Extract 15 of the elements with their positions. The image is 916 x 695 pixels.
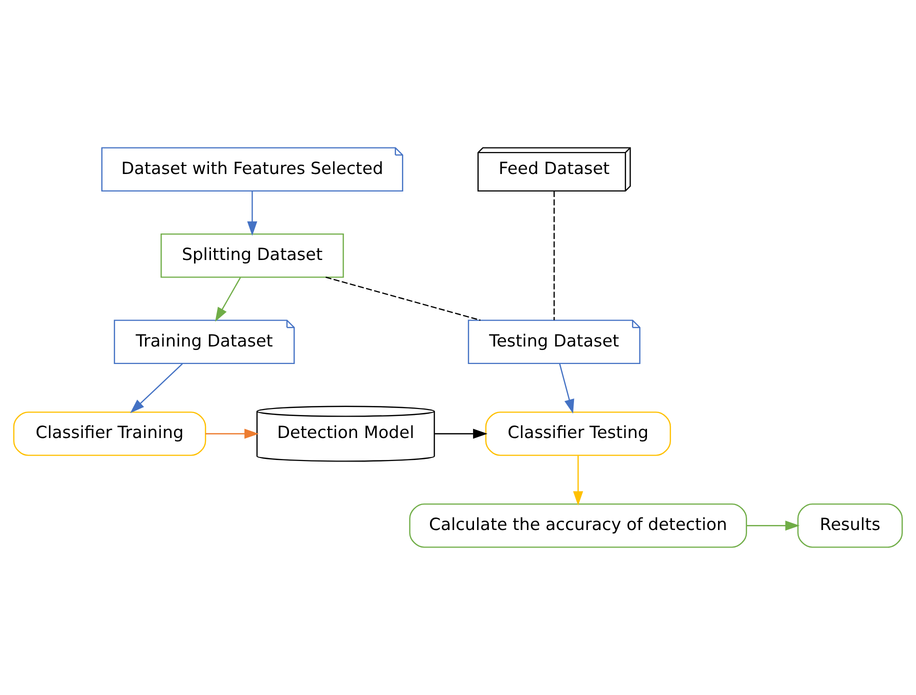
arrow [573, 456, 584, 506]
node-box: Splitting Dataset [160, 233, 344, 278]
node-box: Results [797, 503, 903, 548]
arrow [247, 191, 258, 236]
node-box: Classifier Testing [485, 412, 671, 456]
connector [554, 191, 555, 320]
node-box: Calculate the accuracy of detection [409, 503, 748, 548]
arrow [746, 520, 800, 531]
arrow [206, 428, 259, 439]
arrow [559, 364, 574, 414]
arrow [130, 363, 183, 414]
arrow [215, 277, 241, 322]
connector [326, 276, 480, 321]
arrow [434, 428, 488, 439]
node-box: Classifier Training [13, 412, 206, 456]
